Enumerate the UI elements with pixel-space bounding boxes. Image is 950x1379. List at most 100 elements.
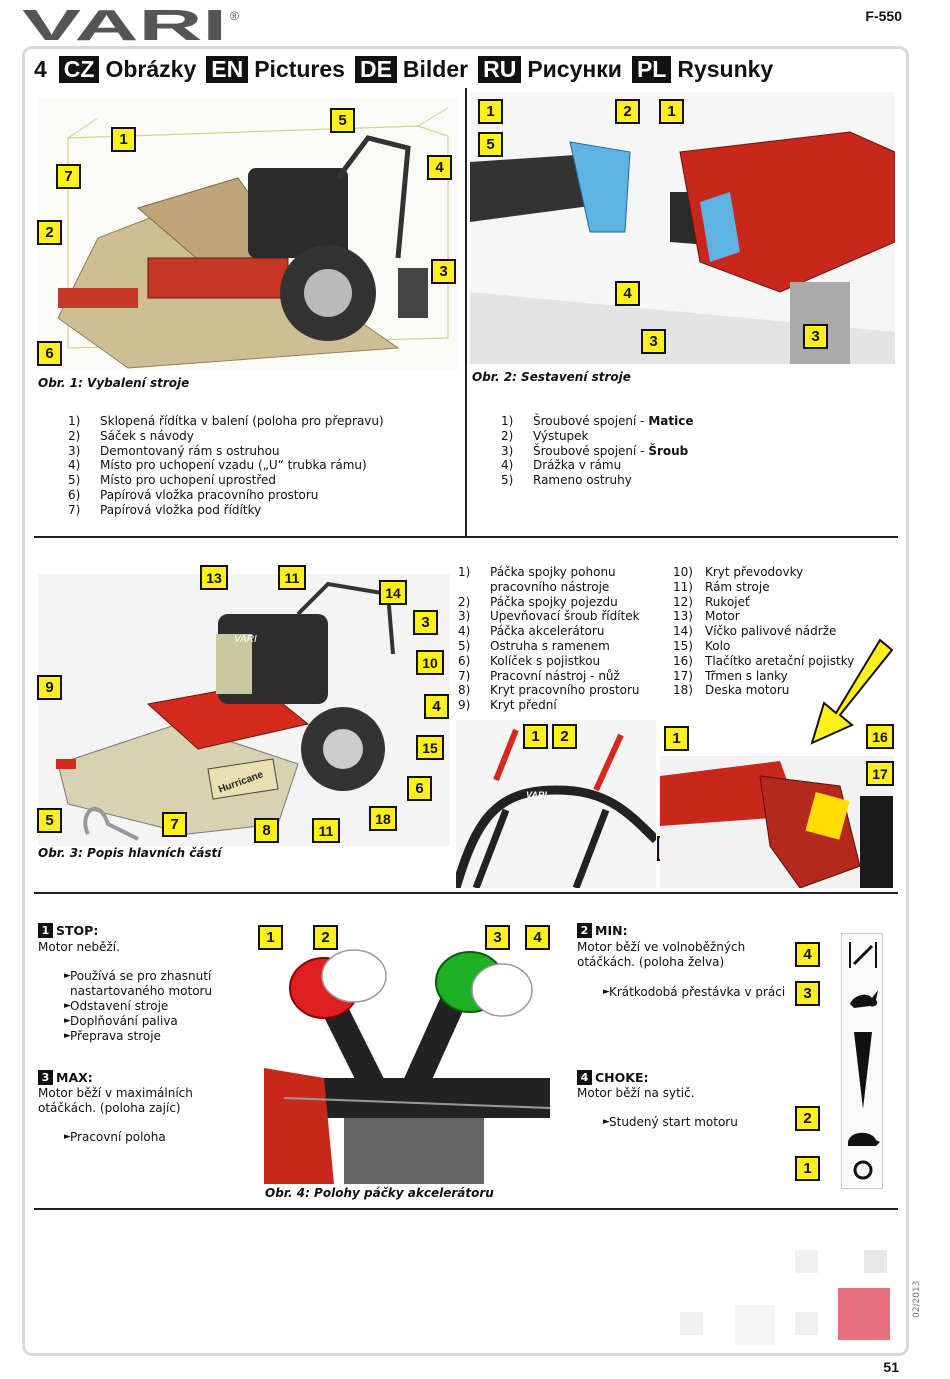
rabbit-icon xyxy=(850,990,878,1008)
fig2-caption: Obr. 2: Sestavení stroje xyxy=(472,370,631,384)
unpacked-machine-illustration xyxy=(57,107,449,369)
fig3-badge-4: 4 xyxy=(424,694,449,719)
choke-bullets: ►Studený start motoru xyxy=(577,1115,787,1130)
list-item: 11)Rám stroje xyxy=(673,579,770,594)
header-title-cz: Obrázky xyxy=(105,55,197,82)
handlebar-illustration: VARI xyxy=(456,728,656,888)
vari-logo: VARI ® xyxy=(22,6,239,44)
fig1-badge-2: 2 xyxy=(37,220,62,245)
decor-square xyxy=(795,1250,818,1273)
fig3-badge-16: 16 xyxy=(866,724,894,749)
fig4-badge-4: 4 xyxy=(525,925,550,950)
fig3-badge-18: 18 xyxy=(369,806,397,831)
arrow-pointer-icon xyxy=(810,638,894,745)
lock-detail-illustration xyxy=(660,756,893,888)
decor-square xyxy=(795,1312,818,1335)
fig1-badge-4: 4 xyxy=(427,155,452,180)
throttle-lever-illustration xyxy=(264,949,550,1184)
fig4-badge-3: 3 xyxy=(485,925,510,950)
decor-square-pink xyxy=(838,1288,890,1340)
stop-desc: Motor neběží. xyxy=(38,940,120,954)
list-item: 3)Demontovaný rám s ostruhou xyxy=(68,443,280,458)
lang-tag-ru: RU xyxy=(478,55,522,83)
fig4-badge-1: 1 xyxy=(258,925,283,950)
list-item: 5)Místo pro uchopení uprostřed xyxy=(68,473,277,488)
max-bullets: ►Pracovní poloha xyxy=(38,1130,248,1145)
list-item: ►Studený start motoru xyxy=(603,1115,738,1129)
speed-wedge-icon xyxy=(854,1032,872,1109)
list-item: ►Používá se pro zhasnutí nastartovaného … xyxy=(64,969,213,998)
list-item: 2)Sáček s návody xyxy=(68,428,194,443)
divider-3 xyxy=(34,1208,898,1210)
list-item: 12)Rukojeť xyxy=(673,594,750,609)
fig3-badge-17: 17 xyxy=(866,761,894,786)
list-item: 5)Ostruha s ramenem xyxy=(458,638,610,653)
fig3-badge-6: 6 xyxy=(407,776,432,801)
fig2-badge-3b: 3 xyxy=(803,324,828,349)
header-title-ru: Рисунки xyxy=(527,55,622,82)
divider-vertical xyxy=(465,88,467,536)
fig3-legend-right: 10)Kryt převodovky 11)Rám stroje 12)Ruko… xyxy=(673,565,898,698)
fig3-badge-1: 1 xyxy=(523,724,548,749)
list-item: 4)Páčka akcelerátoru xyxy=(458,624,605,639)
figure-1-image xyxy=(38,98,458,370)
fig2-badge-4: 4 xyxy=(615,281,640,306)
brand-mark: ® xyxy=(230,9,239,23)
fig2-badge-1b: 1 xyxy=(659,99,684,124)
lang-tag-en: EN xyxy=(206,55,249,83)
fig2-badge-5: 5 xyxy=(478,132,503,157)
list-item: 3)Upevňovací šroub řídítek xyxy=(458,609,640,624)
fig2-badge-1a: 1 xyxy=(478,99,503,124)
decor-square xyxy=(680,1312,703,1335)
fig3-badge-15: 15 xyxy=(416,735,444,760)
fig4-badge-2: 2 xyxy=(313,925,338,950)
list-item: 1)Páčka spojky pohonu pracovního nástroj… xyxy=(458,565,616,594)
fig1-badge-3: 3 xyxy=(431,259,456,284)
fig1-badge-1: 1 xyxy=(111,127,136,152)
scale-badge-2: 2 xyxy=(795,1106,820,1131)
header-title-de: Bilder xyxy=(402,55,469,82)
list-item: 4)Místo pro uchopení vzadu („U“ trubka r… xyxy=(68,458,367,473)
fig2-badge-2: 2 xyxy=(615,99,640,124)
list-item: ►Odstavení stroje xyxy=(64,999,169,1013)
list-item: 7)Pracovní nástroj - nůž xyxy=(458,668,620,683)
fig3-badge-5: 5 xyxy=(37,808,62,833)
brand-text: VARI xyxy=(22,6,227,44)
list-item: 6)Kolíček s pojistkou xyxy=(458,653,601,668)
header-title-pl: Rysunky xyxy=(677,55,774,82)
fig3-badge-14: 14 xyxy=(379,580,407,605)
throttle-scale xyxy=(841,933,883,1189)
engine-brand: VARI xyxy=(234,634,257,645)
throttle-scale-symbols xyxy=(848,942,880,1180)
list-item: ►Krátkodobá přestávka v práci xyxy=(603,985,786,999)
list-item: 1)Sklopená řídítka v balení (poloha pro … xyxy=(68,414,384,428)
fig1-badge-6: 6 xyxy=(37,341,62,366)
list-item: 4)Drážka v rámu xyxy=(501,458,622,473)
fig3-badge-7: 7 xyxy=(162,812,187,837)
list-item: 15)Kolo xyxy=(673,638,731,653)
list-item: 7)Papírová vložka pod řídítky xyxy=(68,502,262,517)
fig1-badge-7: 7 xyxy=(56,164,81,189)
fig2-badge-3a: 3 xyxy=(641,329,666,354)
choke-icon xyxy=(849,942,877,968)
list-item: 3)Šroubové spojení - Šroub xyxy=(501,443,689,458)
list-item: 14)Víčko palivové nádrže xyxy=(673,624,837,639)
list-item: 10)Kryt převodovky xyxy=(673,565,804,579)
list-item: 2)Výstupek xyxy=(501,428,589,443)
fig3-badge-8: 8 xyxy=(254,818,279,843)
divider-2 xyxy=(34,892,898,894)
scale-badge-4: 4 xyxy=(795,942,820,967)
lock-detail-image xyxy=(660,756,893,888)
model-name: F-550 xyxy=(865,8,902,24)
stop-bullets: ►Používá se pro zhasnutí nastartovaného … xyxy=(38,969,248,1044)
figure-4-image xyxy=(264,948,550,1184)
list-item: 1)Šroubové spojení - Matice xyxy=(501,414,694,428)
lang-tag-de: DE xyxy=(354,55,397,83)
min-bullets: ►Krátkodobá přestávka v práci xyxy=(577,985,787,1000)
machine-parts-illustration: VARI Hurricane xyxy=(56,581,395,841)
section-number: 4 xyxy=(34,55,47,82)
list-item: 6)Papírová vložka pracovního prostoru xyxy=(68,487,319,502)
scale-badge-3: 3 xyxy=(795,981,820,1006)
